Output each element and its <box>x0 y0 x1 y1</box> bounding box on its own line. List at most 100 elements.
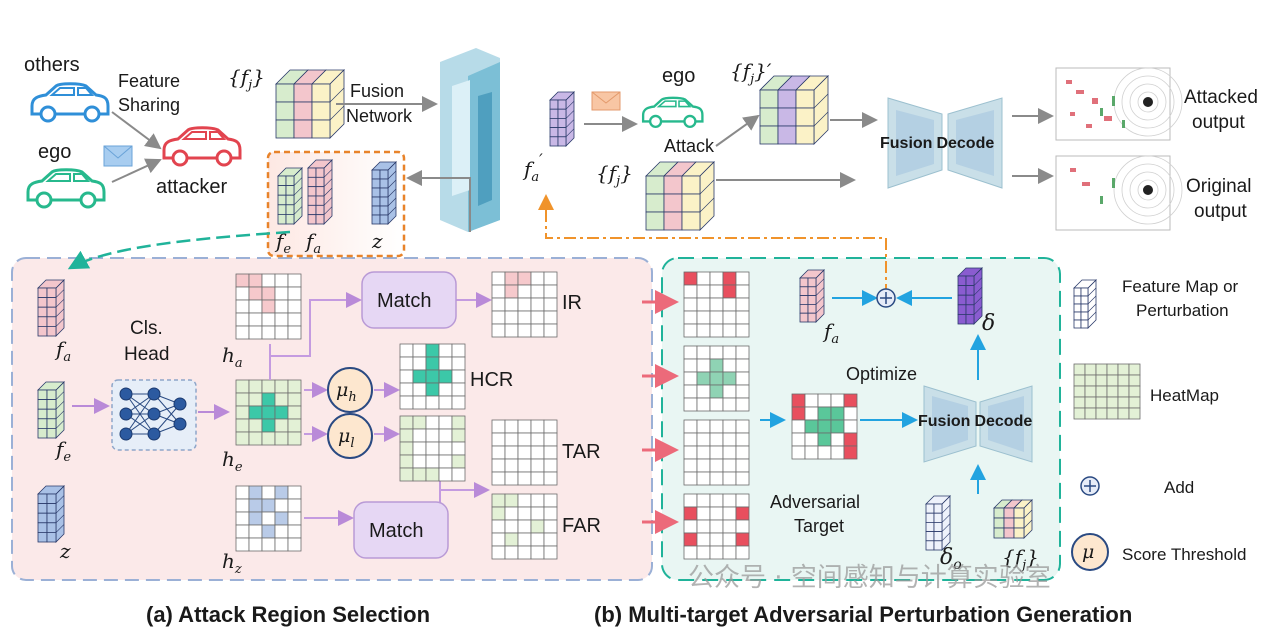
grid-cell <box>683 506 698 521</box>
cube-cell <box>795 89 815 109</box>
grid-cell <box>817 432 832 447</box>
stack-cell <box>37 522 48 533</box>
cube-cell <box>275 101 295 121</box>
grid-cell <box>683 445 698 460</box>
grid-cell <box>709 445 724 460</box>
legend-heatmap-icon <box>1073 363 1141 420</box>
grid-cell <box>830 393 845 408</box>
arrow-fusion-network-to-attacker-box <box>406 170 471 232</box>
grid-cell <box>517 271 532 286</box>
stack-cell <box>37 512 48 524</box>
grid-cell <box>722 397 737 412</box>
grid-cell <box>709 310 724 325</box>
grid-cell <box>735 519 750 534</box>
grid-cell <box>274 431 289 446</box>
grid-cell <box>274 537 289 552</box>
grid-cell <box>504 432 519 447</box>
grid-cell <box>517 471 532 486</box>
stack-cell <box>46 297 57 308</box>
grid-cell <box>696 345 711 360</box>
grid-cell <box>696 545 711 560</box>
label-fj-top: {fj} <box>228 65 265 93</box>
stack-line <box>293 186 303 196</box>
legend-add: Add <box>1164 478 1194 497</box>
grid-cell <box>517 310 532 325</box>
grid-cell <box>683 519 698 534</box>
grid-cell <box>1128 385 1141 398</box>
stack-cell <box>957 294 967 306</box>
grid-cell <box>530 284 545 299</box>
caption-panel-a: (a) Attack Region Selection <box>146 602 430 627</box>
label-fj-panel-b: {fj} <box>1002 545 1039 573</box>
grid-cell <box>543 284 558 299</box>
grid-cell <box>709 532 724 547</box>
grid-cell <box>517 493 532 508</box>
grid-cell <box>722 310 737 325</box>
cube-side-line <box>1023 509 1033 519</box>
grid-cell <box>235 325 250 340</box>
stack-cell <box>557 136 567 147</box>
delta-o-stack <box>925 495 951 551</box>
stack-cell <box>1073 311 1082 321</box>
grid-cell <box>722 545 737 560</box>
stack-line <box>815 304 825 314</box>
grid-cell <box>412 382 427 397</box>
stack-cell <box>933 540 943 551</box>
label-tar: TAR <box>562 441 601 463</box>
grid-cell <box>696 297 711 312</box>
match-box-top <box>361 271 457 329</box>
stack-cell <box>807 312 817 323</box>
grid-cell <box>412 395 427 410</box>
z-stack-top <box>371 161 397 225</box>
grid-cell <box>543 519 558 534</box>
grid-cell <box>274 418 289 433</box>
stack-line <box>323 169 333 178</box>
grid-cell <box>543 419 558 434</box>
stack-cell <box>371 214 381 225</box>
stack-cell <box>1073 287 1082 297</box>
grid-cell <box>438 441 453 456</box>
stack-cell <box>933 531 943 542</box>
grid-cell <box>517 323 532 338</box>
stack-cell <box>549 118 559 129</box>
grid-cell <box>543 493 558 508</box>
grid-tar <box>491 419 558 486</box>
grid-cell <box>491 297 506 312</box>
grid-cell <box>696 371 711 386</box>
grid-cell <box>399 343 414 358</box>
fj-prime-cube <box>759 75 829 145</box>
label-delta-o: δo <box>940 545 962 573</box>
grid-cell <box>696 323 711 338</box>
stack-line <box>387 188 397 198</box>
grid-cell <box>709 493 724 508</box>
grid-cell <box>735 358 750 373</box>
stack-cell <box>277 194 287 206</box>
stack-cell <box>37 427 48 439</box>
grid-cell <box>1106 396 1119 409</box>
grid-ir <box>491 271 558 338</box>
stack-line <box>293 196 303 206</box>
stack-line <box>941 532 951 542</box>
grid-cell <box>287 524 302 539</box>
grid-cell <box>287 511 302 526</box>
grid-cell <box>235 524 250 539</box>
stack-line <box>941 523 951 532</box>
grid-cell <box>1106 374 1119 387</box>
stack-cell <box>307 176 317 188</box>
stack-cell <box>557 108 567 119</box>
stack-line <box>55 289 65 298</box>
stack-cell <box>277 213 287 225</box>
grid-cell <box>1128 363 1141 376</box>
grid-cell <box>530 545 545 560</box>
grid-cell <box>438 428 453 443</box>
stack-line <box>55 298 65 308</box>
stack-side <box>55 485 65 543</box>
stack-cell <box>925 522 935 533</box>
cube-cell <box>777 89 797 109</box>
stack-cell <box>307 186 317 197</box>
grid-cell <box>261 325 276 340</box>
grid-cell <box>451 395 466 410</box>
stack-cell <box>307 204 317 216</box>
stack-cell <box>965 304 975 315</box>
